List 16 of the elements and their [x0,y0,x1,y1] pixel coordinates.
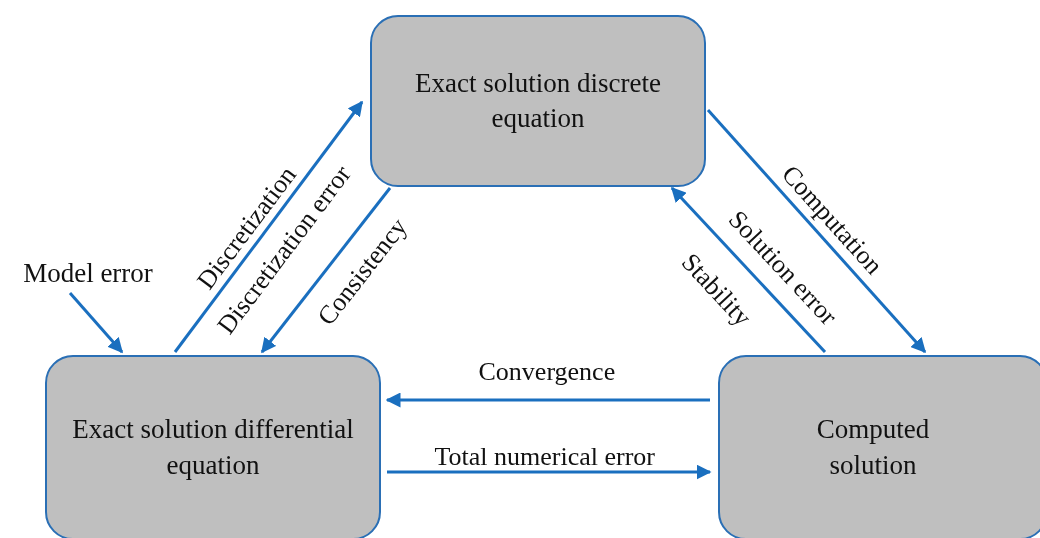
arrow [670,186,827,354]
arrow [385,392,710,408]
node-text: Exact solution discrete equation [414,66,662,135]
arrow [173,100,364,353]
arrow [68,292,124,354]
text-label: Model error [8,256,168,292]
edge-label: Convergence [478,357,616,387]
node-text: Computed solution [815,413,931,482]
arrow [387,464,712,480]
arrow [706,109,927,354]
process-box [45,355,381,538]
arrow [260,187,392,354]
edge-label: Total numerical error [434,442,656,472]
process-box [370,15,706,187]
process-box [718,355,1040,538]
node-text: Exact solution differential equation [71,413,355,482]
